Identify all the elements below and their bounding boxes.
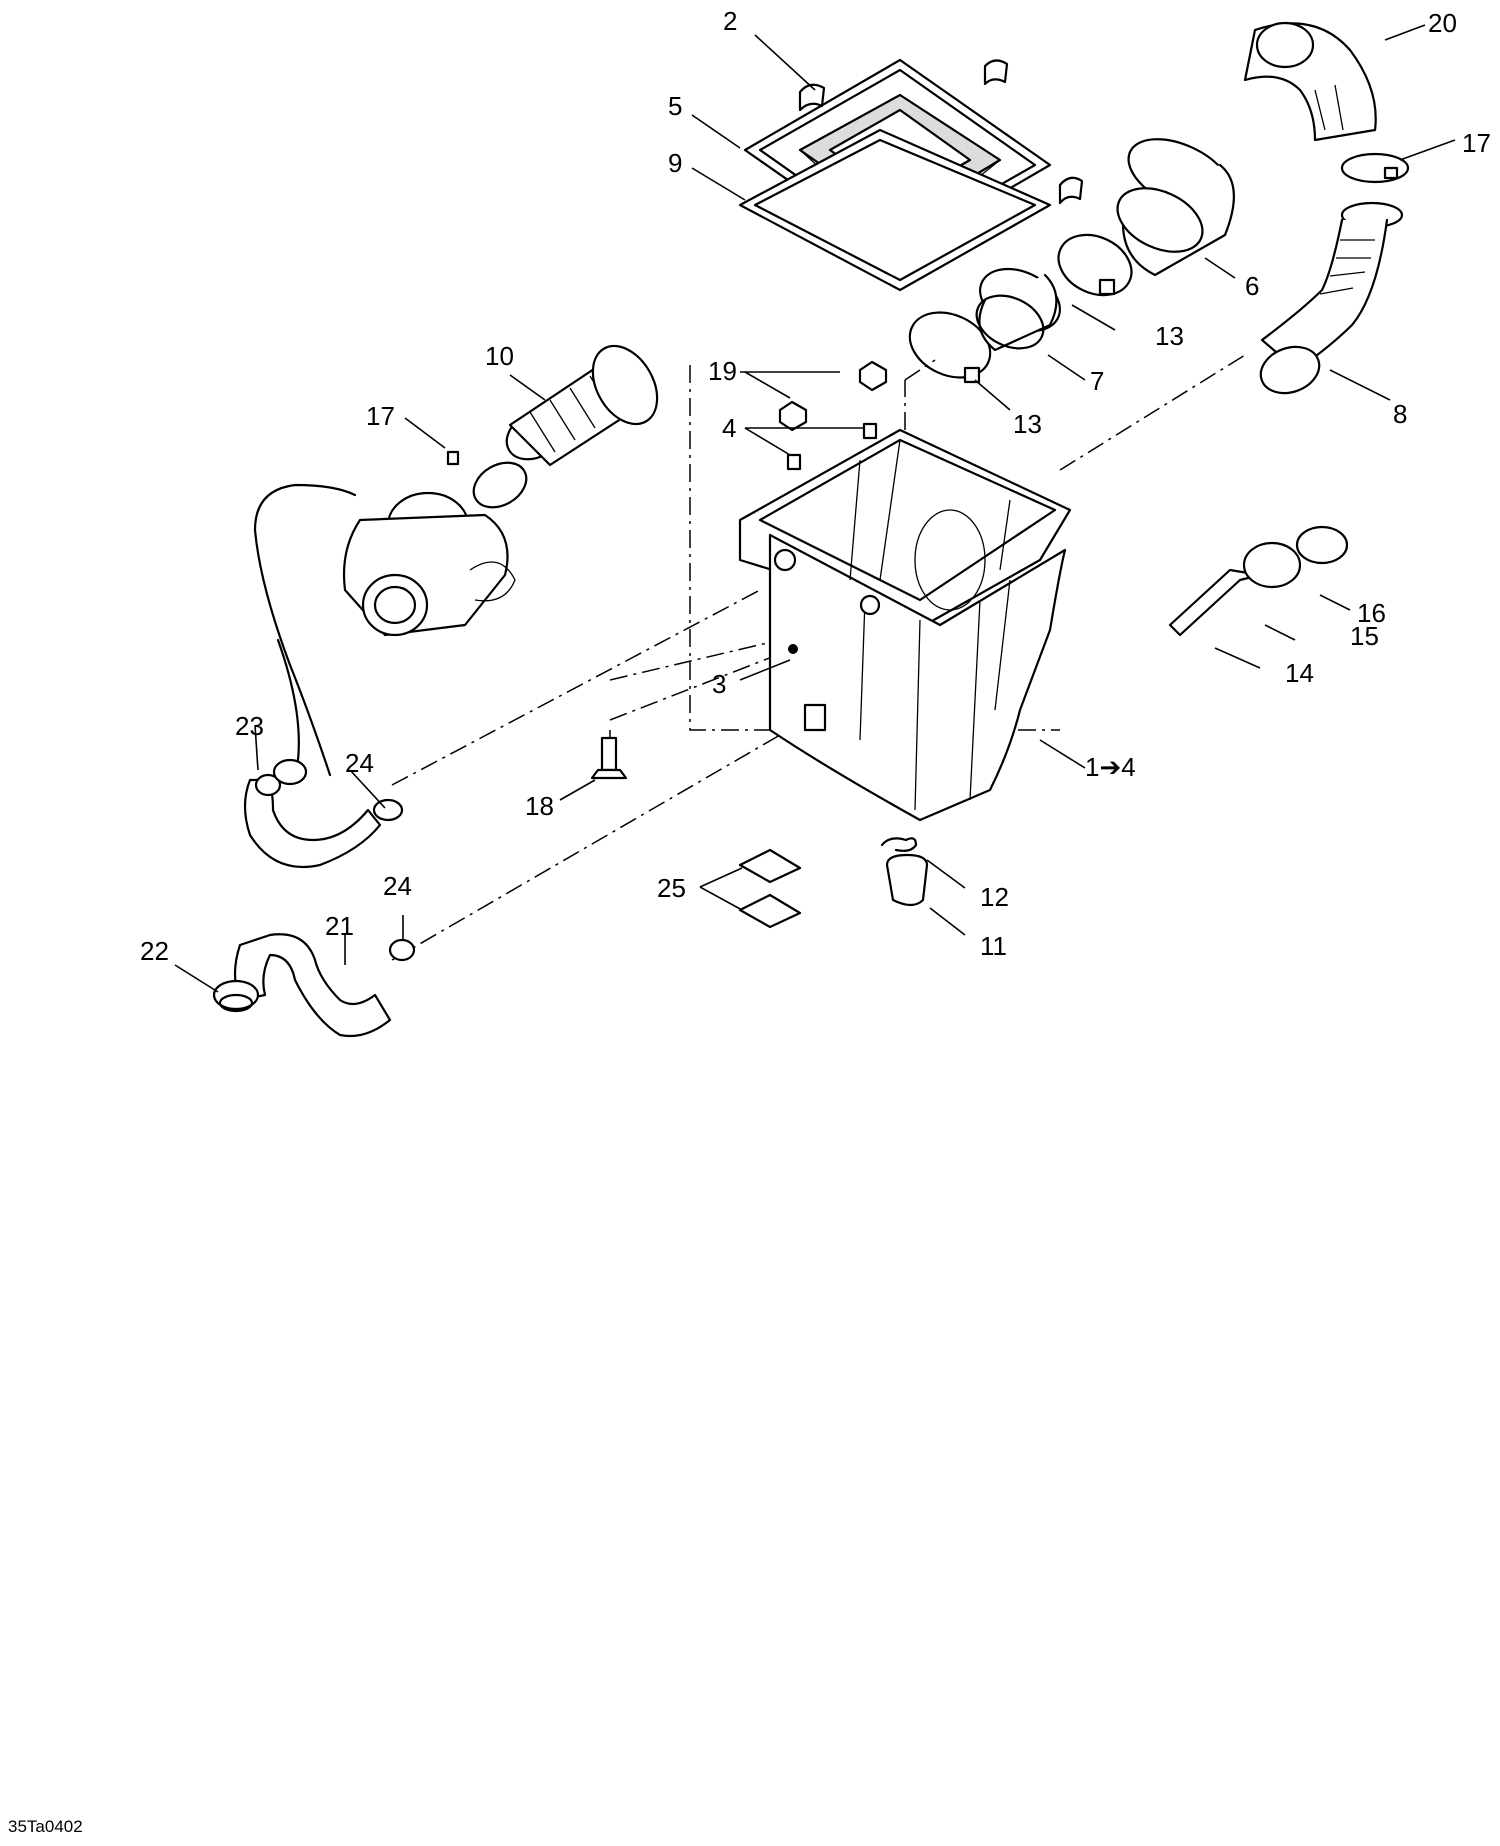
callout-20: 20 xyxy=(1428,8,1457,38)
callout-17-left: 17 xyxy=(366,401,395,431)
callout-22: 22 xyxy=(140,936,169,966)
part-7-adaptor xyxy=(975,267,1061,352)
part-25-pads xyxy=(738,848,802,929)
part-11-12-drain xyxy=(880,837,929,907)
callout-labels: 2 5 9 20 17 6 13 7 13 8 10 17 19 4 3 1➔4… xyxy=(8,6,1491,1836)
callout-5: 5 xyxy=(668,91,682,121)
callout-11: 11 xyxy=(980,931,1007,961)
callout-7: 7 xyxy=(1090,366,1104,396)
part-22-clamp xyxy=(212,979,260,1013)
part-8-flex-duct xyxy=(1259,201,1404,395)
callout-1-to-4: 1➔4 xyxy=(1085,752,1136,782)
callout-23: 23 xyxy=(235,711,264,741)
part-21-drain-hose xyxy=(233,933,392,1038)
callout-13-lower: 13 xyxy=(1013,409,1042,439)
callout-3: 3 xyxy=(712,669,726,699)
part-23-hose xyxy=(243,483,382,869)
part-1-air-box xyxy=(738,428,1072,822)
callout-8: 8 xyxy=(1393,399,1407,429)
callout-12: 12 xyxy=(980,882,1009,912)
callout-24-lower: 24 xyxy=(383,871,412,901)
callout-17-right: 17 xyxy=(1462,128,1491,158)
figure-code: 35Ta0402 xyxy=(8,1817,83,1836)
callout-16: 16 xyxy=(1357,598,1386,628)
callout-15: 15 xyxy=(1350,621,1379,651)
part-2-clips xyxy=(798,59,1084,205)
callout-13-upper: 13 xyxy=(1155,321,1184,351)
callout-18: 18 xyxy=(525,791,554,821)
callout-9: 9 xyxy=(668,148,682,178)
callout-19: 19 xyxy=(708,356,737,386)
part-9-filter-element xyxy=(738,128,1052,292)
callout-21: 21 xyxy=(325,911,354,941)
callout-10: 10 xyxy=(485,341,514,371)
callout-14: 14 xyxy=(1285,658,1314,688)
part-13-clamps xyxy=(908,233,1133,384)
callout-2: 2 xyxy=(723,6,737,36)
hardware-nuts-bolts xyxy=(590,360,888,780)
callout-25: 25 xyxy=(657,873,686,903)
part-17-clamp-left xyxy=(446,450,528,509)
part-14-15-16 xyxy=(1168,525,1349,637)
part-17-clamp-right xyxy=(1340,152,1410,184)
part-24-clamps xyxy=(272,758,416,962)
callout-6: 6 xyxy=(1245,271,1259,301)
leader-lines xyxy=(174,24,1456,993)
part-20-elbow xyxy=(1243,21,1377,142)
callout-24-upper: 24 xyxy=(345,748,374,778)
callout-4: 4 xyxy=(722,413,736,443)
carburetor xyxy=(342,491,516,637)
part-10-intake-boot xyxy=(505,344,659,467)
part-6-sleeve xyxy=(1116,138,1235,277)
